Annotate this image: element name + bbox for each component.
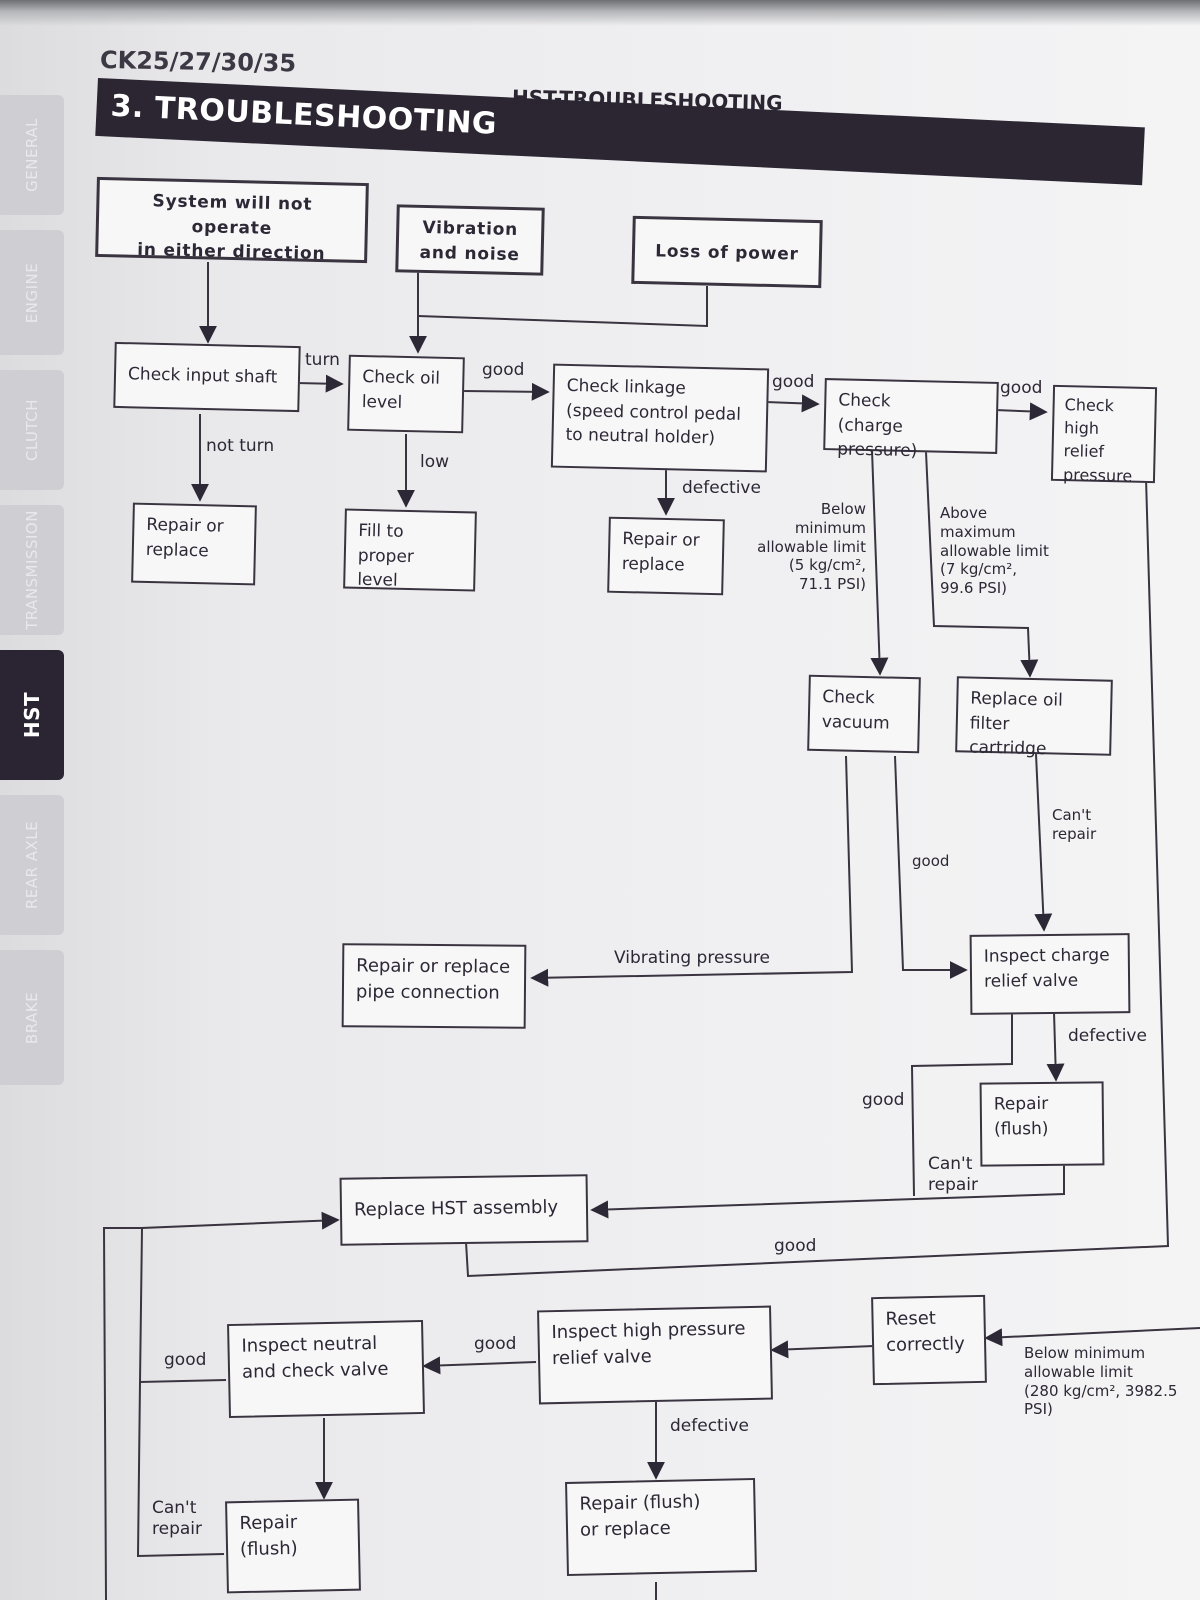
box-check-input-shaft: Check input shaft <box>113 341 301 413</box>
arrow-reset-to-high-pressure <box>770 1340 875 1359</box>
line-charge-relief-good <box>910 1014 1013 1197</box>
box-check-vacuum: Check vacuum <box>807 674 921 754</box>
box-check-charge-pressure: Check (charge pressure) <box>823 378 999 461</box>
box-fill-proper-level: Fill to proper level <box>343 508 477 592</box>
label-good-charge: good <box>1000 378 1043 398</box>
box-vibration: Vibration and noise <box>395 204 545 276</box>
box-check-oil-level: Check oil level <box>347 354 465 434</box>
arrow-vacuum-good <box>894 755 968 979</box>
line-high-relief-good <box>465 477 1170 1278</box>
side-tab-engine[interactable]: ENGINE <box>0 230 64 355</box>
label-defective-charge-relief: defective <box>1068 1026 1147 1046</box>
box-repair-flush-1: Repair (flush) <box>979 1081 1105 1167</box>
label-vibrating-pressure: Vibrating pressure <box>614 948 770 968</box>
box-replace-hst: Replace HST assembly <box>339 1174 589 1246</box>
box-repair-or-replace-2: Repair or replace <box>607 516 725 596</box>
arrow-neutral-good <box>138 1211 340 1384</box>
side-tabs: GENERAL ENGINE CLUTCH TRANSMISSION HST R… <box>0 90 70 1590</box>
box-repair-or-replace-1: Repair or replace <box>131 502 257 586</box>
label-low: low <box>420 452 450 472</box>
side-tab-brake[interactable]: BRAKE <box>0 950 64 1085</box>
line-neutral-cant-repair <box>136 1381 225 1558</box>
side-tab-clutch[interactable]: CLUTCH <box>0 370 64 490</box>
label-defective-linkage: defective <box>682 478 761 498</box>
box-inspect-high-pressure: Inspect high pressure relief valve <box>537 1305 773 1405</box>
arrow-high-pressure-good <box>422 1356 537 1375</box>
arrow-vibrating-pressure <box>530 755 854 987</box>
box-inspect-neutral-check: Inspect neutral and check valve <box>227 1319 425 1419</box>
box-reset-correctly: Reset correctly <box>871 1294 987 1386</box>
line-left-return <box>102 1227 142 1600</box>
side-tab-rear-axle[interactable]: REAR AXLE <box>0 795 64 935</box>
arrow-linkage-good <box>765 394 820 413</box>
label-good-high-relief: good <box>774 1236 817 1256</box>
label-cant-repair-neutral: Can't repair <box>152 1498 202 1540</box>
line-loss-power-join <box>417 286 708 328</box>
box-repair-flush-2: Repair (flush) <box>225 1498 361 1594</box>
label-defective-high-pressure: defective <box>670 1416 749 1436</box>
label-below-min: Below minimum allowable limit (5 kg/cm²,… <box>757 500 866 593</box>
box-inspect-charge-relief: Inspect charge relief valve <box>969 933 1131 1015</box>
arrow-filter-cant-repair <box>1034 753 1053 932</box>
label-cant-repair-filter: Can't repair <box>1052 806 1097 843</box>
label-not-turn: not turn <box>206 436 275 456</box>
label-good-linkage: good <box>772 372 815 392</box>
box-check-linkage: Check linkage (speed control pedal to ne… <box>550 363 770 473</box>
label-below-min-high: Below minimum allowable limit (280 kg/cm… <box>1024 1344 1178 1419</box>
box-check-high-relief: Check high relief pressure <box>1050 384 1158 485</box>
label-good-vacuum: good <box>912 852 950 870</box>
arrow-charge-relief-defective <box>1046 1011 1065 1082</box>
box-replace-oil-filter: Replace oil filter cartridge <box>955 676 1113 760</box>
box-repair-pipe-connection: Repair or replace pipe connection <box>341 943 527 1029</box>
arrow-turn <box>295 374 344 393</box>
box-loss-power: Loss of power <box>631 215 823 289</box>
side-tab-general[interactable]: GENERAL <box>0 95 64 215</box>
arrow-above-max <box>925 451 1039 678</box>
arrow-oil-good <box>461 382 550 401</box>
arrow-below-min-high <box>984 1327 1200 1347</box>
side-tab-hst[interactable]: HST <box>0 650 64 780</box>
label-good-high-pressure: good <box>474 1334 517 1354</box>
arrow-below-min <box>870 449 889 676</box>
label-turn: turn <box>305 350 340 370</box>
arrow-to-replace-hst <box>590 1164 1065 1219</box>
label-good-charge-relief: good <box>862 1090 905 1110</box>
arrow-charge-good <box>994 402 1048 421</box>
label-cant-repair-flush: Can't repair <box>928 1154 978 1196</box>
label-above-max: Above maximum allowable limit (7 kg/cm²,… <box>940 504 1049 597</box>
label-good-oil: good <box>482 360 525 380</box>
page-edge-shadow <box>0 0 1200 26</box>
side-tab-transmission[interactable]: TRANSMISSION <box>0 505 64 635</box>
label-good-neutral: good <box>164 1350 207 1370</box>
box-no-operate: System will not operate in either direct… <box>95 176 369 264</box>
box-repair-flush-replace: Repair (flush) or replace <box>565 1478 757 1576</box>
